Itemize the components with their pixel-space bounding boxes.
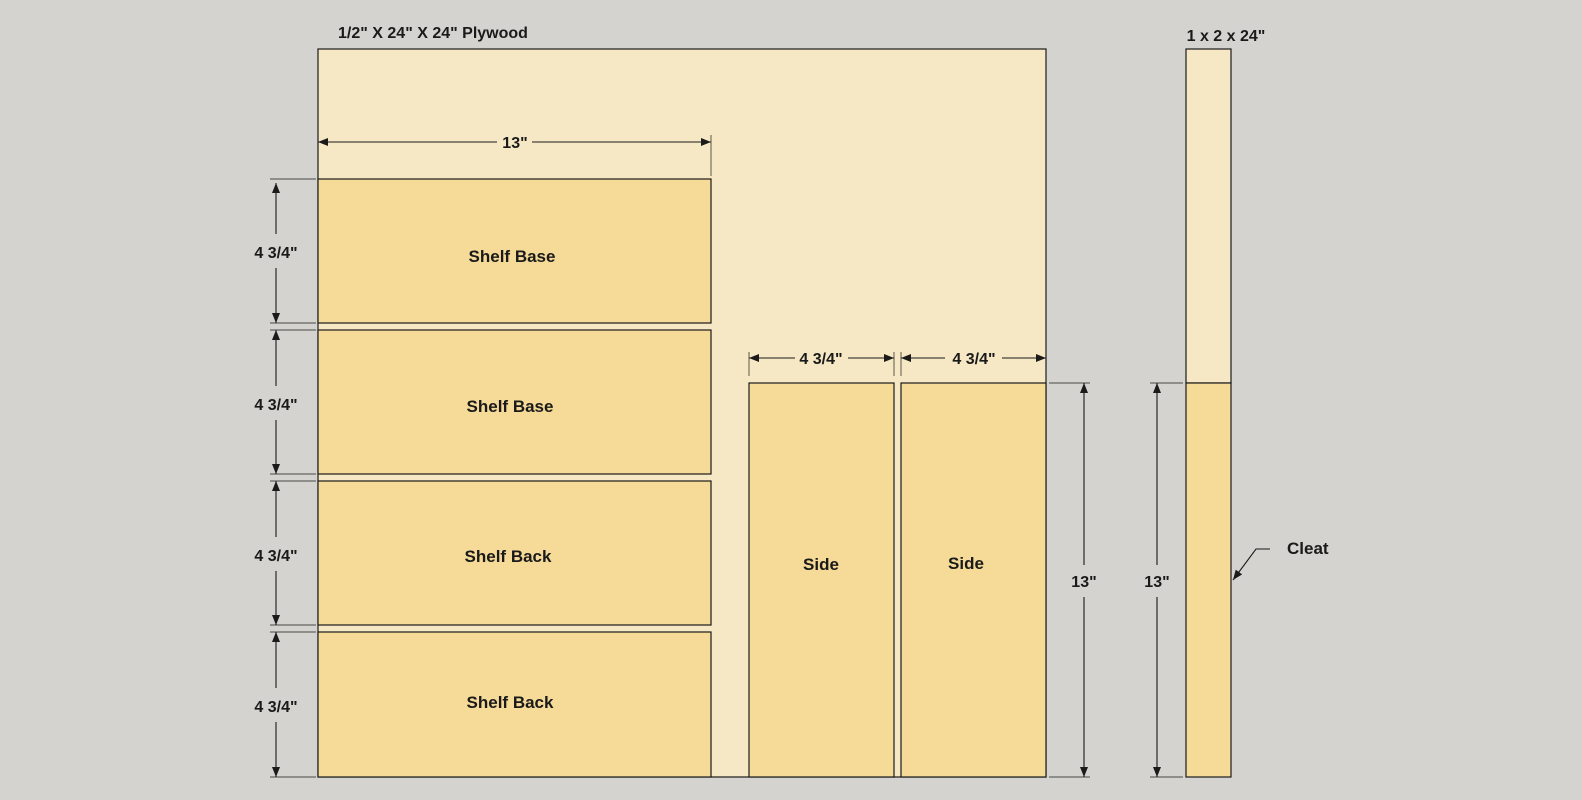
width-dimension-label: 13"	[502, 135, 527, 152]
side-height-label: 13"	[1071, 574, 1096, 591]
part-label-2: Shelf Base	[467, 397, 554, 416]
stick-title: 1 x 2 x 24"	[1187, 28, 1266, 45]
cleat-leader-line	[1232, 548, 1270, 581]
side-width-label-1: 4 3/4"	[799, 351, 842, 368]
part-label-4: Shelf Back	[467, 693, 554, 712]
part-shelf-base-1	[317, 178, 712, 324]
side-label-1: Side	[803, 555, 839, 574]
cleat	[1185, 382, 1232, 778]
stick-offcut	[1185, 48, 1232, 384]
height-dimension-label-1: 4 3/4"	[254, 245, 297, 262]
side-label-2: Side	[948, 554, 984, 573]
part-shelf-back-1	[317, 480, 712, 626]
height-dimension-label-3: 4 3/4"	[254, 548, 297, 565]
side-width-label-2: 4 3/4"	[952, 351, 995, 368]
height-dimension-label-2: 4 3/4"	[254, 397, 297, 414]
cleat-height-label: 13"	[1144, 574, 1169, 591]
part-shelf-base-2	[317, 329, 712, 475]
part-label-1: Shelf Base	[469, 247, 556, 266]
sheet-title: 1/2" X 24" X 24" Plywood	[338, 25, 528, 42]
height-dimension-label-4: 4 3/4"	[254, 699, 297, 716]
cleat-label: Cleat	[1287, 539, 1329, 558]
part-side-2	[900, 382, 1047, 778]
part-shelf-back-2	[317, 631, 712, 778]
part-side-1	[748, 382, 895, 778]
part-label-3: Shelf Back	[465, 547, 552, 566]
